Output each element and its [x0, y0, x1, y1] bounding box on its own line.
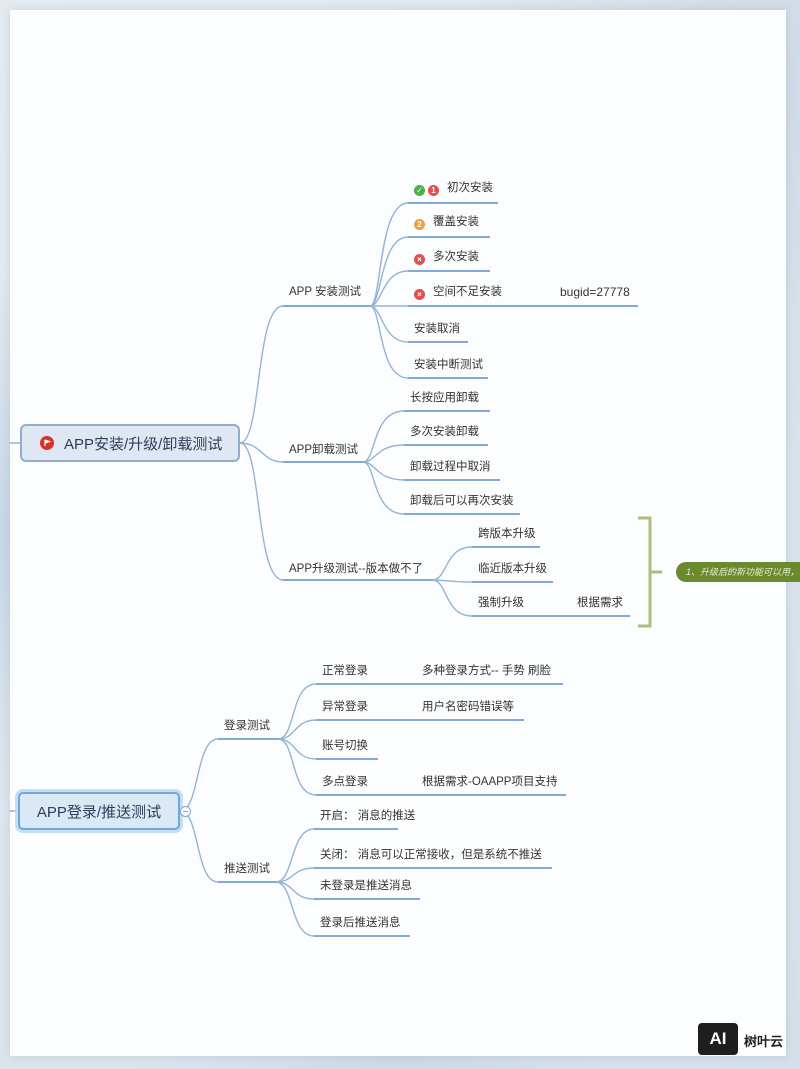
cross-icon: ×: [414, 289, 425, 300]
node-multi-point-detail[interactable]: 根据需求-OAAPP项目支持: [422, 776, 558, 788]
node-label: 覆盖安装: [433, 216, 479, 228]
priority-1-icon: 1: [428, 185, 439, 196]
node-abnormal-login-detail[interactable]: 用户名密码错误等: [422, 701, 514, 713]
branch-install-test[interactable]: APP 安装测试: [289, 286, 361, 298]
node-multi-install[interactable]: × 多次安装: [414, 250, 479, 265]
node-multi-point-login[interactable]: 多点登录: [322, 776, 368, 788]
node-reinstall-after-uninstall[interactable]: 卸载后可以再次安装: [410, 495, 514, 507]
node-push-after-login[interactable]: 登录后推送消息: [320, 917, 401, 929]
node-long-press-uninstall[interactable]: 长按应用卸载: [410, 392, 479, 404]
node-cancel-uninstall[interactable]: 卸载过程中取消: [410, 461, 491, 473]
root-node-install[interactable]: APP安装/升级/卸载测试: [20, 424, 240, 462]
node-normal-login[interactable]: 正常登录: [322, 665, 368, 677]
node-cross-version-upgrade[interactable]: 跨版本升级: [478, 528, 536, 540]
node-switch-account[interactable]: 账号切换: [322, 740, 368, 752]
cross-icon: ×: [414, 254, 425, 265]
node-bug-id[interactable]: bugid=27778: [560, 285, 630, 299]
node-adjacent-version-upgrade[interactable]: 临近版本升级: [478, 563, 547, 575]
branch-uninstall-test[interactable]: APP卸载测试: [289, 444, 359, 456]
root-label: APP登录/推送测试: [36, 803, 162, 821]
flag-icon: [40, 436, 54, 450]
node-cancel-install[interactable]: 安装取消: [414, 323, 460, 335]
branch-login-test[interactable]: 登录测试: [224, 720, 270, 732]
check-icon: ✓: [414, 185, 425, 196]
brand-logo: AI: [698, 1023, 738, 1055]
node-first-install[interactable]: ✓1 初次安装: [414, 181, 493, 196]
node-forced-upgrade[interactable]: 强制升级: [478, 597, 524, 609]
node-abnormal-login[interactable]: 异常登录: [322, 701, 368, 713]
mindmap-canvas: [10, 10, 786, 1056]
node-label: 多次安装: [433, 251, 479, 263]
upgrade-note-callout[interactable]: 1、升级后的新功能可以用，: [676, 562, 800, 582]
collapse-toggle-icon[interactable]: [180, 806, 191, 817]
node-push-not-logged-in[interactable]: 未登录是推送消息: [320, 880, 412, 892]
priority-2-icon: 2: [414, 219, 425, 230]
node-overwrite-install[interactable]: 2 覆盖安装: [414, 215, 479, 230]
node-low-space-install[interactable]: × 空间不足安装: [414, 285, 502, 300]
node-push-off[interactable]: 关闭： 消息可以正常接收，但是系统不推送: [320, 849, 542, 861]
node-label: 空间不足安装: [433, 286, 502, 298]
node-normal-login-detail[interactable]: 多种登录方式-- 手势 刷脸: [422, 665, 552, 677]
root-node-login-push[interactable]: APP登录/推送测试: [18, 792, 180, 830]
node-label: 初次安装: [447, 182, 493, 194]
root-label: APP安装/升级/卸载测试: [64, 435, 223, 453]
branch-upgrade-test[interactable]: APP升级测试--版本做不了: [289, 563, 424, 575]
node-as-needed[interactable]: 根据需求: [577, 597, 623, 609]
branch-push-test[interactable]: 推送测试: [224, 863, 270, 875]
node-push-on[interactable]: 开启： 消息的推送: [320, 810, 416, 822]
node-interrupt-install[interactable]: 安装中断测试: [414, 359, 483, 371]
brand-name: 树叶云: [744, 1034, 784, 1049]
node-multi-install-uninstall[interactable]: 多次安装卸载: [410, 426, 479, 438]
